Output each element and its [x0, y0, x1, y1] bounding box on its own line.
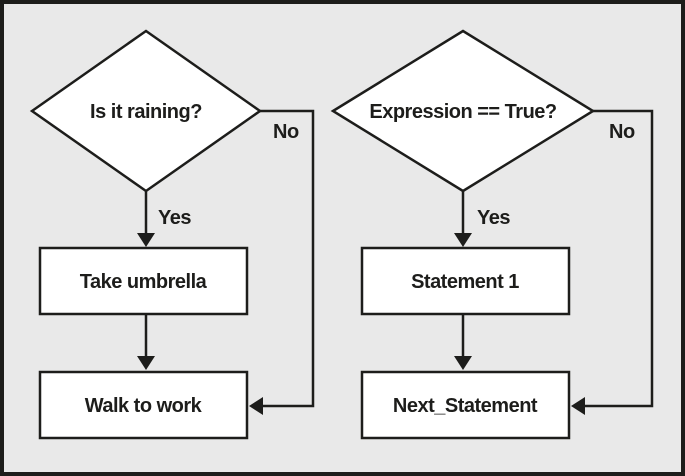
right-process1-label: Statement 1: [411, 271, 519, 293]
arrowhead-down-icon: [137, 233, 155, 247]
left-flowchart: Is it raining? No Yes Take umbrella Walk…: [29, 29, 315, 440]
left-process1-label: Take umbrella: [80, 271, 208, 293]
arrowhead-left-icon: [571, 397, 585, 415]
left-process2-box: [38, 370, 249, 440]
left-process1-box: [38, 246, 249, 316]
left-no-connector: [260, 109, 315, 408]
arrowhead-down-icon: [137, 356, 155, 370]
arrowhead-down-icon: [454, 233, 472, 247]
left-decision-diamond: [29, 29, 263, 193]
right-no-connector: [585, 109, 654, 408]
arrowhead-left-icon: [249, 397, 263, 415]
right-process2-box: [360, 370, 571, 440]
right-yes-label: Yes: [477, 207, 510, 229]
right-decision-label: Expression == True?: [369, 101, 557, 123]
right-process1-box: [360, 246, 571, 316]
left-process2-label: Walk to work: [85, 395, 203, 417]
left-no-label: No: [273, 121, 299, 143]
right-process2-label: Next_Statement: [393, 395, 538, 417]
right-no-label: No: [609, 121, 635, 143]
left-yes-label: Yes: [158, 207, 191, 229]
left-decision-label: Is it raining?: [90, 101, 202, 123]
right-flowchart: Expression == True? No Yes Statement 1 N…: [330, 29, 654, 440]
right-decision-diamond: [330, 29, 596, 193]
arrowhead-down-icon: [454, 356, 472, 370]
